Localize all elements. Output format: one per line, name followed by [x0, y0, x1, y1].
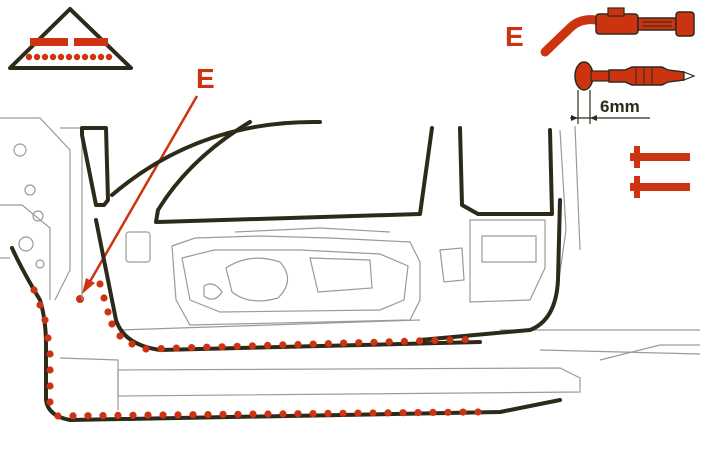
triangle-weld-dots	[25, 53, 113, 61]
weld-dot	[399, 409, 407, 417]
weld-dot	[294, 410, 302, 418]
weld-dot	[30, 286, 38, 294]
weld-dot	[309, 340, 317, 348]
weld-dot	[279, 341, 287, 349]
weld-dot	[218, 343, 226, 351]
weld-dot	[100, 294, 108, 302]
weld-dot	[84, 412, 92, 420]
weld-dot	[174, 411, 182, 419]
weld-dot	[431, 336, 439, 344]
weld-dot	[249, 410, 257, 418]
dimension-6mm: 6mm	[570, 90, 650, 124]
weld-dot	[204, 411, 212, 419]
weld-dot	[369, 409, 377, 417]
weld-dot	[46, 350, 54, 358]
weld-dot	[69, 412, 77, 420]
weld-dot	[159, 411, 167, 419]
weld-dot	[41, 316, 49, 324]
weld-dot	[461, 336, 469, 344]
car-body-outline	[0, 117, 701, 422]
weld-dot	[340, 339, 348, 347]
weld-dot	[234, 410, 242, 418]
weld-dot	[309, 410, 317, 418]
weld-dot	[114, 411, 122, 419]
weld-dot	[385, 338, 393, 346]
spot-weld-cutter-drill-icon	[574, 61, 696, 91]
weld-dot	[384, 409, 392, 417]
weld-dot	[459, 408, 467, 416]
weld-dot	[446, 336, 454, 344]
weld-dot	[36, 301, 44, 309]
weld-dot	[355, 339, 363, 347]
weld-dot	[248, 342, 256, 350]
weld-dot	[429, 408, 437, 416]
weld-dot	[370, 338, 378, 346]
weld-dot	[264, 341, 272, 349]
weld-dot	[294, 340, 302, 349]
weld-dot	[116, 332, 124, 340]
weld-dot	[474, 408, 482, 416]
triangle-spot-weld-symbol-icon	[8, 7, 133, 70]
weld-dot	[99, 412, 107, 420]
weld-dot	[46, 398, 54, 406]
spot-weld-points	[30, 280, 482, 420]
weld-dot	[46, 366, 54, 374]
spot-weld-gun-icon	[540, 7, 695, 57]
weld-dot	[219, 410, 227, 418]
weld-dot	[279, 410, 287, 418]
weld-dot	[416, 337, 424, 345]
weld-dot	[44, 334, 52, 342]
weld-dot	[157, 345, 165, 353]
weld-dot	[203, 343, 211, 351]
callout-e-main: E	[196, 63, 215, 94]
weld-dot	[108, 320, 116, 328]
weld-dot	[188, 344, 196, 352]
weld-dot	[400, 337, 408, 345]
weld-dot	[54, 412, 62, 420]
weld-dot	[129, 411, 137, 419]
weld-dot	[324, 340, 332, 348]
weld-dot	[104, 308, 112, 316]
weld-dot	[414, 409, 422, 417]
dimension-label: 6mm	[600, 97, 640, 116]
weld-dot	[189, 411, 197, 419]
spot-weld-legend-icon	[630, 146, 690, 198]
weld-dot	[96, 280, 104, 288]
weld-dot	[264, 410, 272, 418]
weld-dot	[339, 409, 347, 417]
weld-dot	[144, 411, 152, 419]
target-weld-point	[76, 295, 84, 303]
weld-dot	[233, 342, 241, 350]
weld-dot	[46, 382, 54, 390]
callout-e-tool: E	[505, 21, 524, 52]
weld-dot	[354, 409, 362, 417]
weld-dot	[142, 345, 150, 353]
weld-dot	[444, 408, 452, 416]
weld-dot	[172, 344, 180, 352]
weld-dot	[324, 409, 332, 417]
weld-dot	[128, 340, 136, 348]
arrow-head	[82, 278, 95, 294]
